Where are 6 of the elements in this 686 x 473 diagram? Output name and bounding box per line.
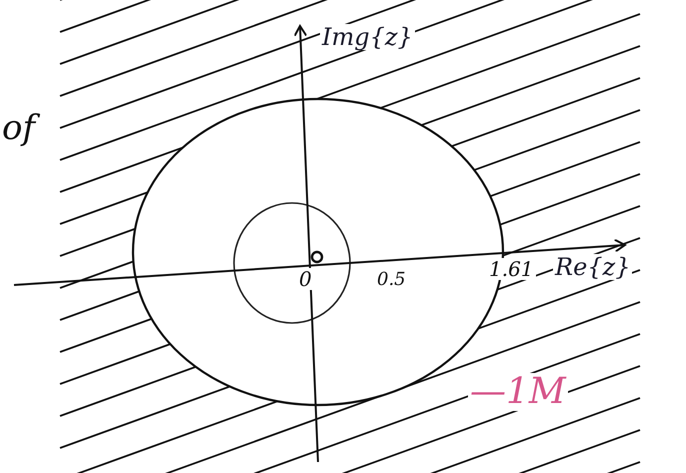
tick-label: 1.61 xyxy=(487,258,536,280)
axis-label: Re{z} xyxy=(553,254,632,280)
origin-label: 0 xyxy=(297,268,314,290)
text-fragment: of xyxy=(0,110,38,146)
grading-mark: —1M xyxy=(468,373,568,411)
axis-label: Img{z} xyxy=(320,24,415,50)
